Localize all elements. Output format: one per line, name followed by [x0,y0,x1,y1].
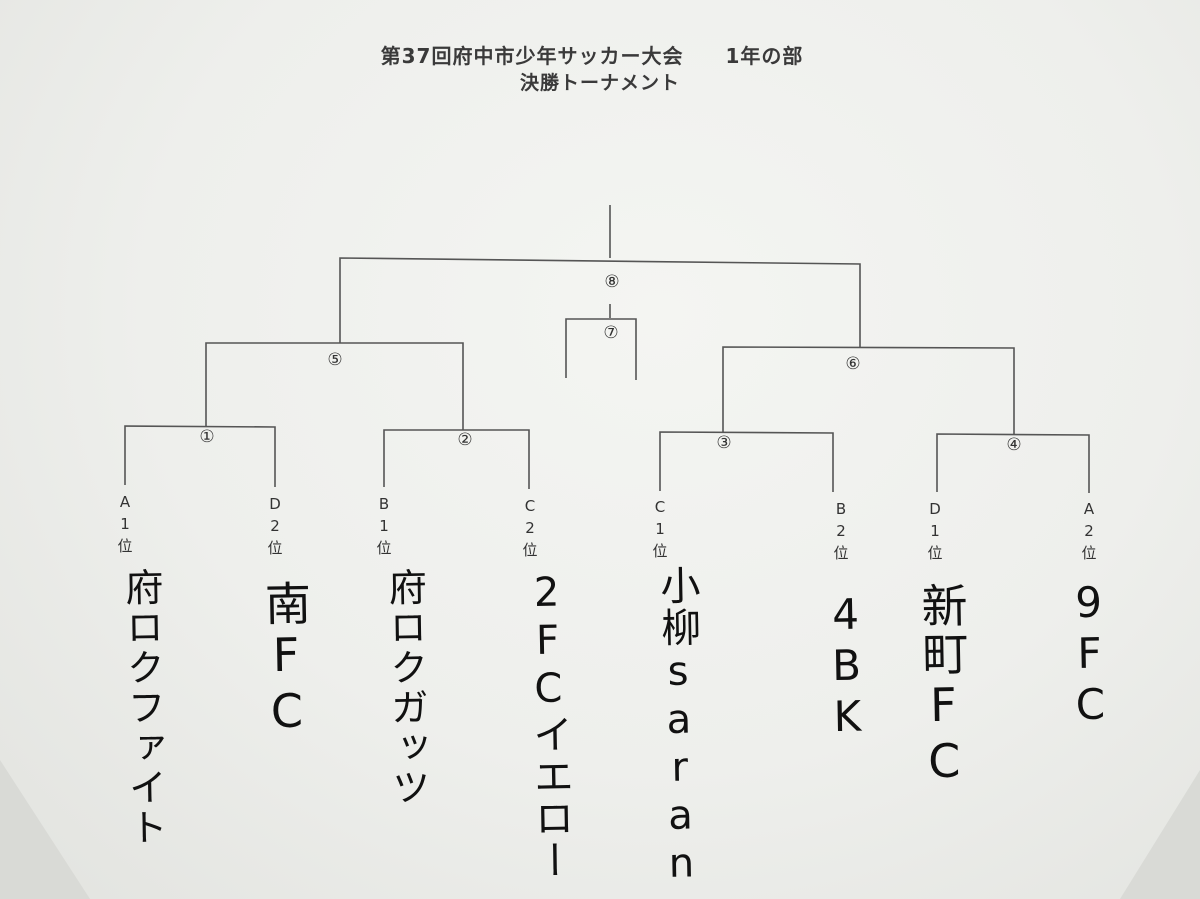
seed-suffix: 位 [522,541,538,559]
team-name-handwritten: 府ロクガッツ [381,567,431,809]
seed-label: A 2 位 [1074,498,1104,564]
team-name-handwritten: 府ロクファイト [118,567,168,849]
seed-suffix: 位 [376,539,392,557]
team-name-handwritten: 南FC [257,579,315,741]
seed-group: A [1083,500,1095,518]
match-3-line [659,431,834,492]
seed-group: B [835,500,847,518]
seed-group: A [119,493,131,511]
third-place-bracket-line [565,318,637,380]
seed-label: C 2 位 [515,495,545,561]
seed-label: A 1 位 [110,491,140,557]
match-2-line [383,429,530,489]
match-2-label: ② [457,430,473,450]
match-6-label: ⑥ [845,354,861,374]
seed-label: D 2 位 [260,493,290,559]
seed-rank: 1 [379,517,389,535]
match-1-line [124,425,276,487]
semifinal-5-line [205,342,464,430]
seed-suffix: 位 [833,544,849,562]
seed-suffix: 位 [117,537,133,555]
seed-rank: 2 [270,517,280,535]
match-8-label: ⑧ [604,272,620,292]
seed-group: C [524,497,536,515]
bracket-subtitle: 決勝トーナメント [519,72,680,94]
seed-rank: 1 [120,515,130,533]
match-1-label: ① [199,427,215,447]
seed-label: D 1 位 [920,498,950,564]
match-5-label: ⑤ [327,350,343,370]
seed-suffix: 位 [1081,544,1097,562]
team-name-handwritten: 9FC [1063,577,1116,732]
seed-group: D [269,495,281,513]
seed-group: B [378,495,390,513]
seed-group: C [654,498,666,516]
seed-rank: 2 [836,522,846,540]
match-7-label: ⑦ [603,323,619,343]
team-name-handwritten: 小柳saran [653,564,705,890]
seed-rank: 2 [525,519,535,537]
seed-suffix: 位 [927,544,943,562]
team-name-handwritten: 4BK [820,589,873,744]
semifinal-6-line [722,346,1015,434]
final-bracket-line [339,257,861,348]
match-4-label: ④ [1006,435,1022,455]
seed-label: B 2 位 [826,498,856,564]
team-name-handwritten: 新町FC [914,581,972,791]
team-name-handwritten: 2FCイエロー [523,569,575,883]
seed-suffix: 位 [267,539,283,557]
seed-suffix: 位 [652,542,668,560]
tournament-title: 第37回府中市少年サッカー大会 1年の部 [380,44,804,68]
seed-rank: 1 [930,522,940,540]
match-3-label: ③ [716,433,732,453]
seed-rank: 2 [1084,522,1094,540]
seed-group: D [929,500,941,518]
match-4-line [936,433,1090,493]
seed-label: C 1 位 [645,496,675,562]
seed-label: B 1 位 [369,493,399,559]
seed-rank: 1 [655,520,665,538]
